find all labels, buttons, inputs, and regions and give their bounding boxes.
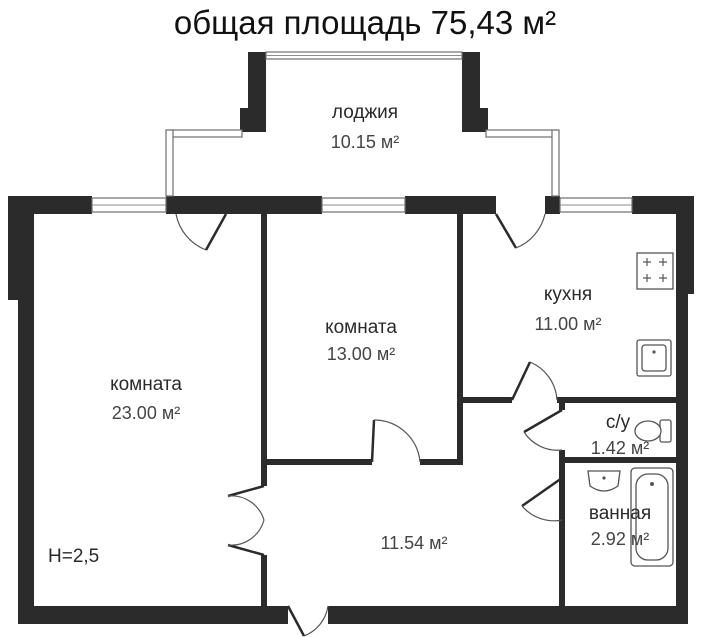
doors [175,213,563,637]
wc-name: с/у [606,412,631,433]
bathroom-area: 2.92 м² [591,529,649,549]
stove-icon [636,252,674,290]
big-room-name: комната [110,374,182,395]
bathroom-name: ванная [589,503,651,524]
windows [91,197,633,213]
middle-room-area: 13.00 м² [327,344,395,364]
total-area-title: общая площадь 75,43 м² [174,4,556,41]
exterior-walls [8,196,694,624]
hallway-area: 11.54 м² [380,533,447,553]
middle-room-name: комната [325,317,397,338]
toilet-icon [634,419,672,443]
loggia-name: лоджия [332,102,398,123]
loggia-walls [165,51,560,197]
kitchen-name: кухня [544,284,592,305]
ceiling-height: H=2,5 [48,546,99,567]
kitchen-sink-icon [636,339,672,377]
washbasin-icon [587,470,621,492]
wc-area: 1.42 м² [591,438,649,458]
loggia-area: 10.15 м² [331,132,399,152]
kitchen-area: 11.00 м² [534,314,601,334]
interior-walls [261,214,676,606]
big-room-area: 23.00 м² [112,403,180,423]
bathtub-icon [630,467,674,567]
